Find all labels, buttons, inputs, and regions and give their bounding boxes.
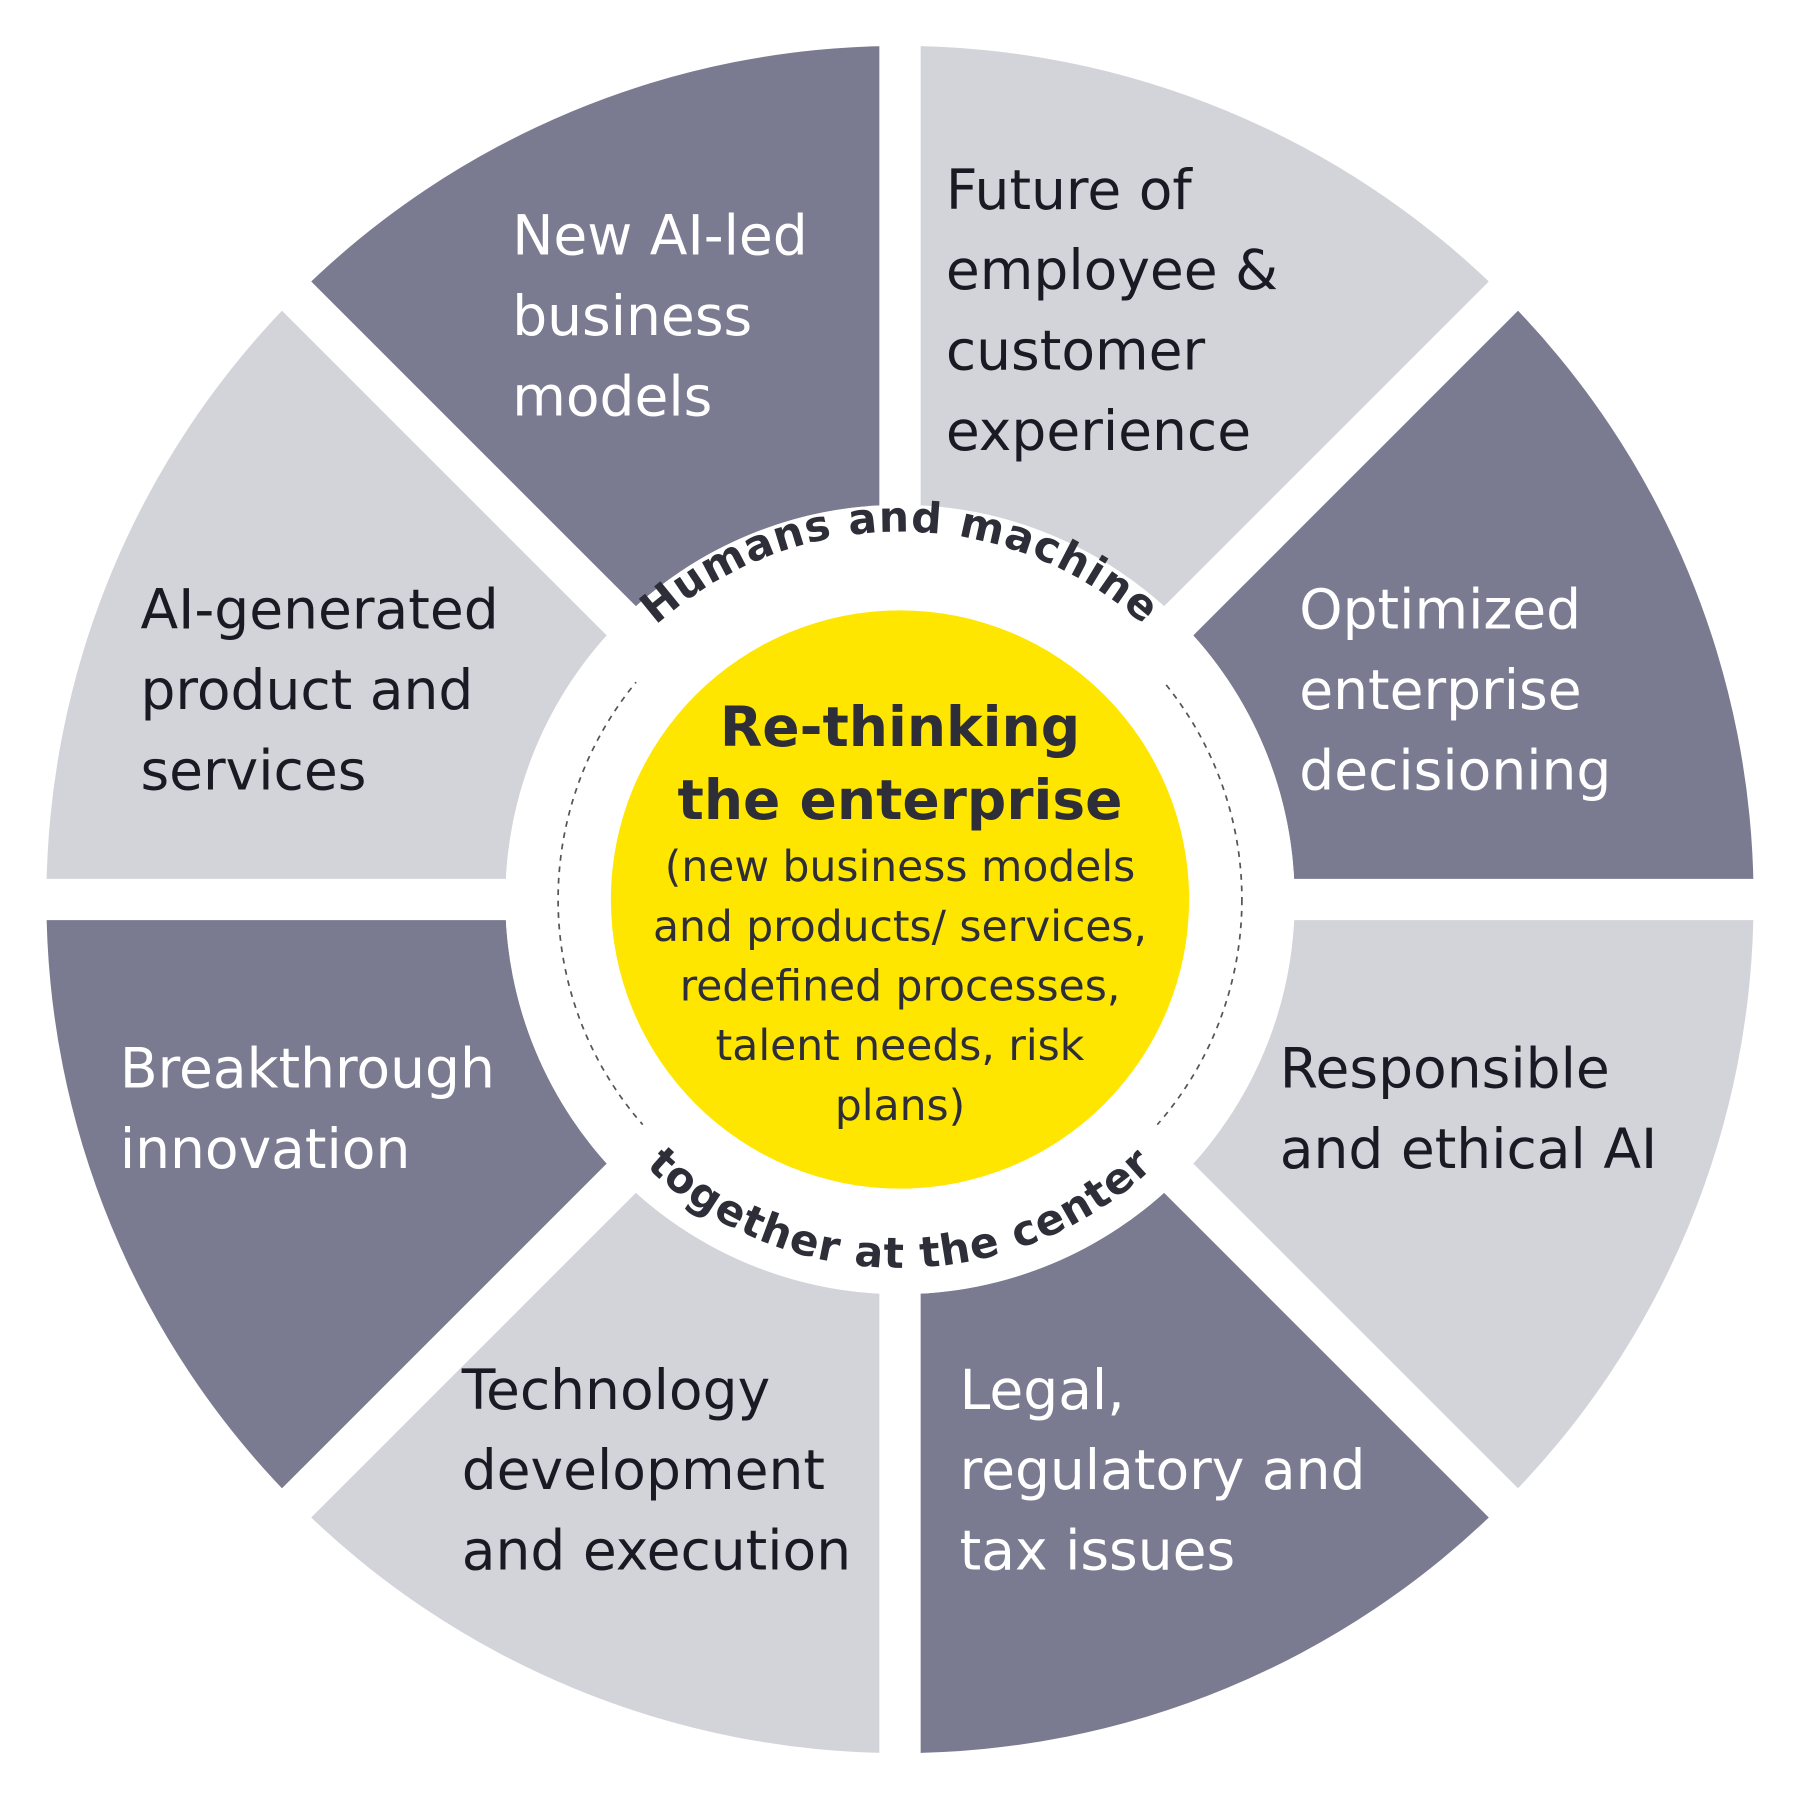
center-sub-line-2: and products/ services,	[653, 903, 1147, 952]
segment-label-5-line-1: innovation	[120, 1117, 411, 1181]
center-circle	[610, 610, 1190, 1189]
center-sub-line-4: talent needs, risk	[716, 1022, 1085, 1071]
segment-label-6-line-0: AI-generated	[140, 578, 498, 642]
center-title-line-2: the enterprise	[678, 768, 1123, 832]
segments-group: Future of employee & customer experienceOpt…	[46, 45, 1754, 1754]
segment-label-4-line-2: and execution	[462, 1519, 851, 1583]
segment-label-1-line-2: decisioning	[1299, 738, 1611, 802]
segment-label-0-line-2: customer	[946, 318, 1206, 382]
ring-mask-bottom	[617, 1101, 1183, 1275]
center-sub-line-1: (new business models	[665, 843, 1135, 892]
center-title-line-1: Re-thinking	[720, 695, 1080, 759]
segment-2	[1179, 899, 1754, 1504]
segment-7	[296, 45, 901, 621]
segment-label-4-line-0: Technology	[461, 1358, 770, 1422]
segment-label-0-line-0: Future of	[946, 158, 1194, 222]
segment-label-5-line-0: Breakthrough	[120, 1037, 495, 1101]
segment-label-2-line-1: and ethical AI	[1280, 1117, 1657, 1181]
segment-label-2-line-0: Responsible	[1280, 1037, 1610, 1101]
ring-mask-top	[617, 538, 1183, 712]
segment-1	[1179, 295, 1754, 900]
segment-label-0-line-1: employee &	[946, 238, 1278, 302]
center-sub-line-3: redefined processes,	[680, 962, 1121, 1011]
segment-0	[900, 45, 1504, 621]
segment-label-3-line-1: regulatory and	[960, 1438, 1366, 1502]
segment-5	[46, 899, 621, 1504]
segment-label-6-line-1: product and	[140, 658, 473, 722]
segment-label-3-line-2: tax issues	[960, 1519, 1236, 1583]
segment-4	[296, 1178, 901, 1754]
segment-label-7-line-0: New AI-led	[512, 204, 808, 268]
segment-label-3-line-0: Legal,	[960, 1358, 1125, 1422]
segment-label-4-line-1: development	[462, 1438, 825, 1502]
segment-3	[900, 1178, 1504, 1754]
segment-label-7-line-2: models	[512, 364, 712, 428]
segment-6	[46, 295, 621, 900]
segment-label-0-line-3: experience	[946, 399, 1251, 463]
segment-label-1-line-0: Optimized	[1299, 578, 1581, 642]
segment-label-6-line-2: services	[140, 738, 366, 802]
center-sub-line-5: plans)	[835, 1082, 965, 1131]
segment-label-1-line-1: enterprise	[1299, 658, 1581, 722]
segment-label-7-line-1: business	[512, 284, 752, 348]
